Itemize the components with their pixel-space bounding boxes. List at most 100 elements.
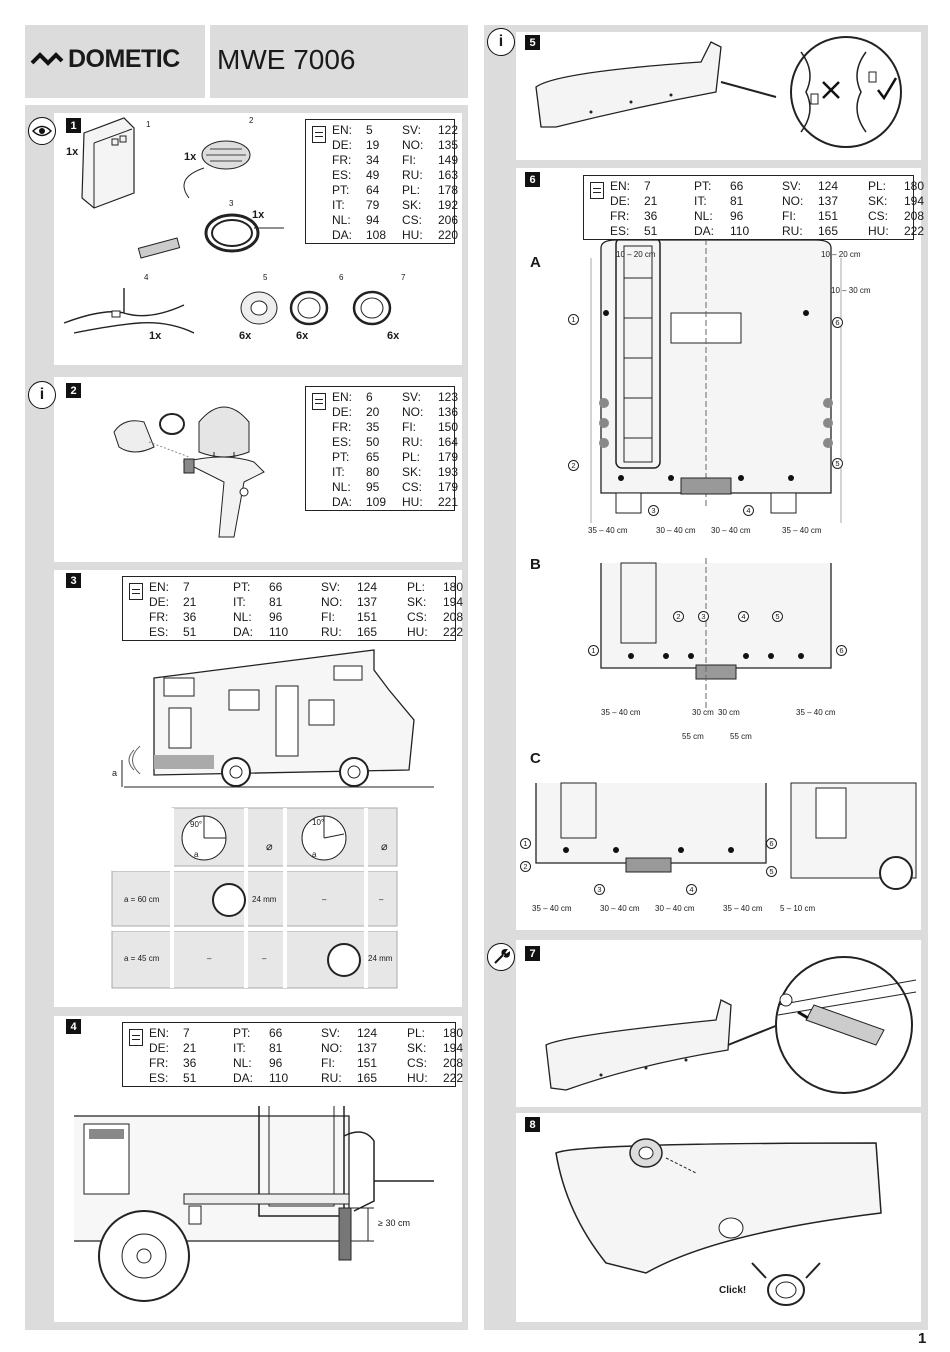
header-logo-box [25,25,205,98]
lang-cell: PL: [407,580,426,594]
lang-cell: PT: [233,1026,251,1040]
a-top-left-dim: 10 – 20 cm [616,250,656,259]
lang-cell: 165 [357,1071,378,1085]
part-3-label: 3 [229,199,234,208]
eye-icon [28,117,56,145]
lang-cell: NL: [332,213,351,227]
lang-cell: 163 [438,168,459,182]
dometic-logo-mark [30,51,64,66]
part-5-label: 5 [263,273,268,282]
lang-cell: EN: [610,179,631,193]
lang-cell: 222 [443,1071,464,1085]
lang-cell: 81 [730,194,744,208]
lang-cell: RU: [402,168,423,182]
a-marker-4: 4 [743,505,754,516]
lang-cell: 5 [366,123,373,137]
lang-cell: PT: [694,179,712,193]
lang-cell: HU: [402,228,423,242]
c-marker-1: 1 [520,838,531,849]
lang-cell: PL: [868,179,887,193]
lang-cell: 36 [644,209,658,223]
lang-cell: EN: [149,580,170,594]
lang-cell: 164 [438,435,459,449]
lang-cell: NO: [321,1041,343,1055]
angle-a-label-1: a [194,850,199,859]
lang-cell: IT: [233,1041,246,1055]
qty-3: 1x [252,209,265,221]
lang-cell: IT: [332,465,345,479]
lang-cell: 206 [438,213,459,227]
lang-cell: FI: [402,153,416,167]
b-bottom-dim-left: 35 – 40 cm [601,708,641,717]
diameter-label-2: ⌀ [381,841,388,853]
lang-cell: 124 [357,1026,378,1040]
c-marker-2: 2 [520,861,531,872]
qty-7: 6x [387,330,400,342]
lang-cell: 150 [438,420,459,434]
lang-cell: 137 [357,1041,378,1055]
b-marker-1: 1 [588,645,599,656]
lang-cell: 94 [366,213,380,227]
lang-cell: CS: [402,213,423,227]
lang-cell: 19 [366,138,380,152]
lang-cell: EN: [149,1026,170,1040]
a-marker-2: 2 [568,460,579,471]
lang-cell: ES: [610,224,630,238]
lang-cell: 50 [366,435,380,449]
lang-cell: DA: [332,495,353,509]
header-model-box [210,25,468,98]
info-icon: i [28,381,56,409]
a-bottom-dim-2: 30 – 40 cm [656,526,696,535]
row1-size: 24 mm [252,895,277,904]
lang-cell: RU: [402,435,423,449]
lang-cell: 64 [366,183,380,197]
lang-cell: 51 [183,1071,197,1085]
lang-cell: 66 [730,179,744,193]
lang-cell: CS: [407,610,428,624]
row2-label: a = 45 cm [124,954,160,963]
lang-cell: 180 [904,179,925,193]
b-bottom-dim-right: 35 – 40 cm [796,708,836,717]
lang-cell: ES: [332,435,352,449]
lang-cell: FR: [610,209,630,223]
lang-cell: IT: [694,194,707,208]
lang-cell: CS: [407,1056,428,1070]
lang-cell: 124 [357,580,378,594]
lang-cell: 180 [443,580,464,594]
part-7-label: 7 [401,273,406,282]
lang-cell: DA: [332,228,353,242]
lang-cell: 151 [818,209,839,223]
row1-label: a = 60 cm [124,895,160,904]
angle-90-label: 90° [190,820,203,829]
brand-name: DOMETIC [68,45,180,73]
step5-drawing [535,36,902,148]
lang-cell: 79 [366,198,380,212]
lang-cell: DA: [233,625,254,639]
lang-cell: NO: [782,194,804,208]
c-marker-3: 3 [594,884,605,895]
step8-drawing [555,1138,882,1306]
lang-cell: 51 [183,625,197,639]
lang-cell: NL: [332,480,351,494]
lang-cell: IT: [233,595,246,609]
document-icon [312,393,326,410]
lang-cell: 80 [366,465,380,479]
lang-cell: 35 [366,420,380,434]
lang-cell: FR: [149,1056,169,1070]
lang-cell: 123 [438,390,459,404]
document-icon [590,182,604,199]
step8-panel: Click! [516,1113,921,1322]
lang-cell: ES: [149,1071,169,1085]
lang-cell: NL: [694,209,713,223]
lang-cell: DE: [332,405,353,419]
lang-cell: 178 [438,183,459,197]
lang-cell: 7 [183,1026,190,1040]
lang-cell: PT: [332,183,350,197]
step2-number: 2 [66,383,81,398]
row2-dash2: – [262,954,267,963]
a-bottom-dim-1: 35 – 40 cm [588,526,628,535]
lang-cell: SV: [402,390,421,404]
lang-cell: SV: [402,123,421,137]
